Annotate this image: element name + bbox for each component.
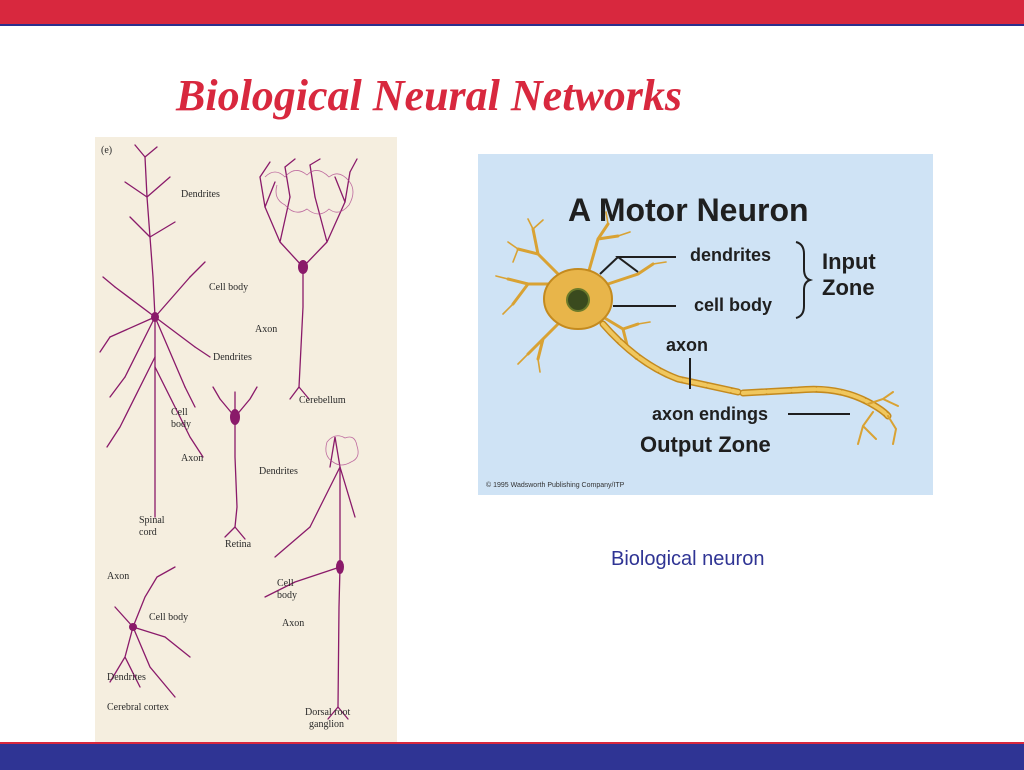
label-axon-cortex: Axon bbox=[107, 571, 130, 582]
label-axon-cerebellum: Axon bbox=[255, 324, 278, 335]
label-body-drg: body bbox=[277, 590, 297, 601]
label-cord: cord bbox=[139, 527, 157, 538]
label-cerebral-cortex: Cerebral cortex bbox=[107, 702, 169, 713]
label-cellbody-cortex: Cell body bbox=[149, 612, 189, 623]
label-axon-endings: axon endings bbox=[652, 404, 769, 424]
label-cellbody-cerebellum: Cell body bbox=[209, 282, 249, 293]
label-ganglion: ganglion bbox=[309, 719, 344, 730]
motor-neuron-figure: A Motor Neuron dendrites cell body Input… bbox=[478, 154, 933, 495]
label-dendrites-cortex: Dendrites bbox=[107, 672, 146, 683]
label-cell-body: cell body bbox=[694, 295, 773, 315]
label-dendrites: dendrites bbox=[690, 245, 772, 265]
neuron-types-drawing bbox=[99, 144, 359, 720]
label-axon: axon bbox=[666, 335, 709, 355]
motor-neuron-title: A Motor Neuron bbox=[568, 192, 809, 228]
label-cerebellum: Cerebellum bbox=[299, 395, 346, 406]
label-cell-retina: Cell bbox=[171, 407, 188, 418]
label-output-zone: Output Zone bbox=[640, 432, 771, 457]
label-dendrites-retina: Dendrites bbox=[213, 352, 252, 363]
label-spinal: Spinal bbox=[139, 515, 165, 526]
label-cell-drg: Cell bbox=[277, 578, 294, 589]
label-dendrites-cerebellum: Dendrites bbox=[181, 189, 220, 200]
label-dorsal-root: Dorsal root bbox=[305, 707, 351, 718]
label-body-retina: body bbox=[171, 419, 191, 430]
top-accent-bar bbox=[0, 0, 1024, 26]
label-retina: Retina bbox=[225, 539, 252, 550]
label-input-zone-line2: Zone bbox=[822, 275, 875, 300]
nucleus-shape bbox=[566, 288, 590, 312]
copyright-notice: © 1995 Wadsworth Publishing Company/ITP bbox=[486, 482, 625, 489]
label-axon-drg: Axon bbox=[282, 618, 305, 629]
label-input-zone-line1: Input bbox=[822, 249, 876, 274]
figure-caption: Biological neuron bbox=[611, 548, 765, 570]
label-axon-spinal: Axon bbox=[181, 453, 204, 464]
motor-neuron-drawing bbox=[495, 211, 899, 445]
panel-letter: (e) bbox=[101, 145, 113, 156]
neuron-types-figure: (e) Dendrites Cell body Axon Cerebellum … bbox=[95, 137, 397, 743]
bottom-accent-bar bbox=[0, 742, 1024, 770]
slide-title: Biological Neural Networks bbox=[176, 71, 683, 120]
label-dendrites-drg: Dendrites bbox=[259, 466, 298, 477]
